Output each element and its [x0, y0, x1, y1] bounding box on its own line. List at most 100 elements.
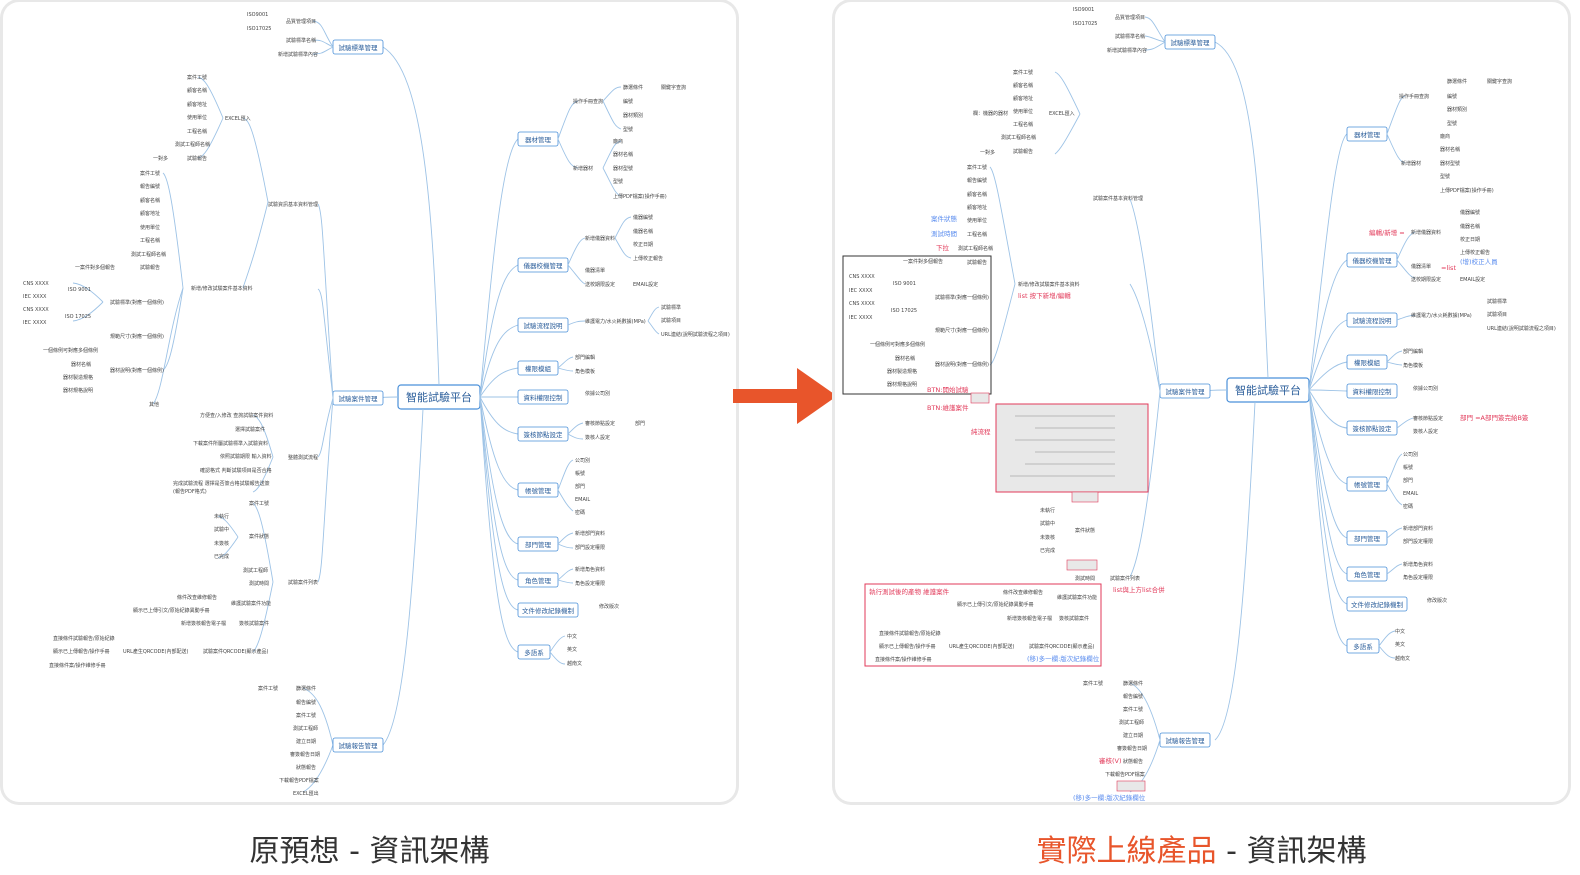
svg-text:儀器名稱: 儀器名稱	[1460, 223, 1480, 230]
svg-text:BTN:開始試驗: BTN:開始試驗	[927, 385, 969, 394]
caption-original: 原預想 - 資訊架構	[249, 834, 490, 869]
branch-standard[interactable]: 試驗標準管理	[332, 39, 384, 55]
svg-text:EXCEL匯入: EXCEL匯入	[1049, 111, 1075, 117]
svg-text:資料權限控制: 資料權限控制	[1353, 387, 1393, 396]
svg-text:測試時間: 測試時間	[1075, 575, 1095, 582]
svg-text:顯示已上傳引文/原始紀錄異動手冊: 顯示已上傳引文/原始紀錄異動手冊	[133, 607, 210, 614]
maintain-box: 執行測試後的產物 維護案件 條件改查維修報告 顯示已上傳引文/原始紀錄異動手冊 …	[864, 583, 1102, 667]
rb-10[interactable]: 多語系	[1346, 638, 1380, 654]
rb-5[interactable]: 簽核節點設定	[1346, 420, 1398, 436]
center-node[interactable]: 智能試驗平台	[397, 384, 481, 410]
svg-text:簽核試驗案件: 簽核試驗案件	[239, 620, 269, 627]
svg-text:智能試驗平台: 智能試驗平台	[1235, 383, 1301, 397]
svg-text:帳號管理: 帳號管理	[525, 486, 552, 495]
svg-text:CNS XXXX: CNS XXXX	[849, 274, 875, 280]
rb-0[interactable]: 器材管理	[1346, 126, 1388, 142]
rb-1[interactable]: 儀器校機管理	[1346, 252, 1398, 268]
svg-text:依照試驗期限 輸入資料: 依照試驗期限 輸入資料	[220, 453, 272, 460]
branch-case[interactable]: 試驗案件管理	[1159, 383, 1211, 399]
svg-text:(增)校正人員: (增)校正人員	[1460, 257, 1498, 266]
rb-7[interactable]: 部門管理	[1346, 530, 1388, 546]
svg-text:英文: 英文	[567, 646, 577, 653]
svg-text:篩選條件: 篩選條件	[1447, 78, 1467, 85]
svg-text:試驗流程說明: 試驗流程說明	[524, 321, 564, 330]
svg-text:簽核節點設定: 簽核節點設定	[1353, 424, 1393, 433]
svg-text:上傳PDF檔案(操作手冊): 上傳PDF檔案(操作手冊)	[613, 193, 667, 200]
svg-text:測試時間: 測試時間	[249, 580, 269, 587]
svg-text:部門管理: 部門管理	[525, 540, 552, 549]
svg-text:試驗案件列表: 試驗案件列表	[288, 579, 318, 586]
svg-text:新增儀器資料: 新增儀器資料	[585, 235, 615, 242]
rb-9[interactable]: 文件修改紀錄機制	[1346, 596, 1408, 612]
rb-3[interactable]: 權限模組	[1346, 354, 1388, 370]
svg-text:試驗案件列表: 試驗案件列表	[1110, 575, 1140, 582]
svg-text:未簽核: 未簽核	[214, 540, 229, 547]
svg-text:ISO 9001: ISO 9001	[68, 287, 91, 293]
svg-text:儀器名稱: 儀器名稱	[633, 228, 653, 235]
branch-case[interactable]: 試驗案件管理	[332, 390, 384, 406]
svg-text:器材類別: 器材類別	[623, 112, 643, 119]
svg-text:儀器清單: 儀器清單	[1411, 263, 1431, 270]
svg-text:部門管理: 部門管理	[1354, 534, 1381, 543]
svg-text:試驗報告管理: 試驗報告管理	[1166, 736, 1206, 745]
svg-text:帳號管理: 帳號管理	[1354, 480, 1381, 489]
svg-text:工程名稱: 工程名稱	[187, 128, 207, 135]
svg-text:編輯/新增 =: 編輯/新增 =	[1369, 228, 1405, 237]
branch-permission[interactable]: 權限模組	[517, 360, 559, 376]
rb-6[interactable]: 帳號管理	[1346, 476, 1388, 492]
svg-text:審核(V): 審核(V)	[1099, 756, 1122, 765]
branch-account[interactable]: 帳號管理	[517, 482, 559, 498]
svg-text:工程名稱: 工程名稱	[140, 237, 160, 244]
svg-text:試驗項目: 試驗項目	[1487, 311, 1507, 318]
rb-8[interactable]: 角色管理	[1346, 566, 1388, 582]
branch-role[interactable]: 角色管理	[517, 572, 559, 588]
center-node[interactable]: 智能試驗平台	[1226, 377, 1310, 403]
branch-standard[interactable]: 試驗標準管理	[1164, 34, 1216, 50]
svg-text:試驗標準: 試驗標準	[661, 304, 681, 311]
branch-language[interactable]: 多語系	[517, 644, 551, 660]
svg-text:關鍵字查詢: 關鍵字查詢	[1487, 78, 1512, 85]
svg-text:測試時間: 測試時間	[931, 229, 957, 238]
branch-flow[interactable]: 試驗流程說明	[517, 317, 569, 333]
svg-text:案件狀態: 案件狀態	[931, 214, 958, 223]
svg-text:維護試驗案件功能: 維護試驗案件功能	[1057, 594, 1097, 601]
svg-text:新增簽核報告電子檔: 新增簽核報告電子檔	[181, 620, 226, 627]
svg-text:測試工程師: 測試工程師	[1119, 719, 1144, 726]
svg-text:ISO 9001: ISO 9001	[893, 281, 916, 287]
branch-report[interactable]: 試驗報告管理	[1159, 732, 1211, 748]
branch-equipment[interactable]: 器材管理	[517, 131, 559, 147]
svg-text:器材製造規格: 器材製造規格	[63, 374, 93, 381]
svg-text:編號: 編號	[623, 98, 633, 105]
svg-text:部門: 部門	[1403, 477, 1413, 484]
rb-2[interactable]: 試驗流程說明	[1346, 312, 1398, 328]
svg-text:上傳PDF檔案(操作手冊): 上傳PDF檔案(操作手冊)	[1440, 187, 1494, 194]
original-mindmap: .lk { fill:none; stroke:#9ec3e6; stroke-…	[23, 12, 730, 797]
caption-production: 實際上線產品 - 資訊架構	[1036, 834, 1367, 869]
svg-text:IEC XXXX: IEC XXXX	[849, 315, 873, 321]
branch-instrument[interactable]: 儀器校機管理	[517, 257, 569, 273]
rb-4[interactable]: 資料權限控制	[1346, 383, 1398, 399]
svg-text:新增試驗標準內容: 新增試驗標準內容	[278, 51, 318, 58]
svg-text:顧客名稱: 顧客名稱	[967, 191, 987, 198]
branch-signoff[interactable]: 簽核節點設定	[517, 426, 569, 442]
svg-text:ISO17025: ISO17025	[1073, 21, 1098, 27]
branch-doc-log[interactable]: 文件修改紀錄機制	[517, 602, 579, 618]
branch-data-access[interactable]: 資料權限控制	[517, 389, 569, 405]
svg-text:送校期限設定: 送校期限設定	[585, 281, 615, 288]
svg-text:測試工程師名稱: 測試工程師名稱	[1001, 134, 1036, 141]
svg-text:新增角色資料: 新增角色資料	[575, 566, 605, 573]
svg-text:修改版次: 修改版次	[599, 603, 619, 610]
svg-text:密碼: 密碼	[575, 509, 585, 516]
svg-text:ISO9001: ISO9001	[247, 12, 268, 18]
branch-department[interactable]: 部門管理	[517, 536, 559, 552]
svg-text:試驗案件QRCODE(顯示產品): 試驗案件QRCODE(顯示產品)	[1029, 643, 1095, 650]
svg-text:一個條例可對應多個條例: 一個條例可對應多個條例	[870, 341, 925, 348]
svg-text:試驗中: 試驗中	[1040, 520, 1055, 527]
process-box	[995, 403, 1149, 493]
svg-text:EXCEL匯入: EXCEL匯入	[225, 116, 251, 122]
branch-report[interactable]: 試驗報告管理	[332, 737, 384, 753]
svg-text:(移)多一欄:版次紀錄欄位: (移)多一欄:版次紀錄欄位	[1073, 793, 1146, 802]
svg-text:使用單位: 使用單位	[1013, 108, 1033, 115]
svg-text:直接條件試驗報告/原始紀錄: 直接條件試驗報告/原始紀錄	[879, 630, 941, 637]
svg-text:案件工號: 案件工號	[967, 164, 987, 171]
